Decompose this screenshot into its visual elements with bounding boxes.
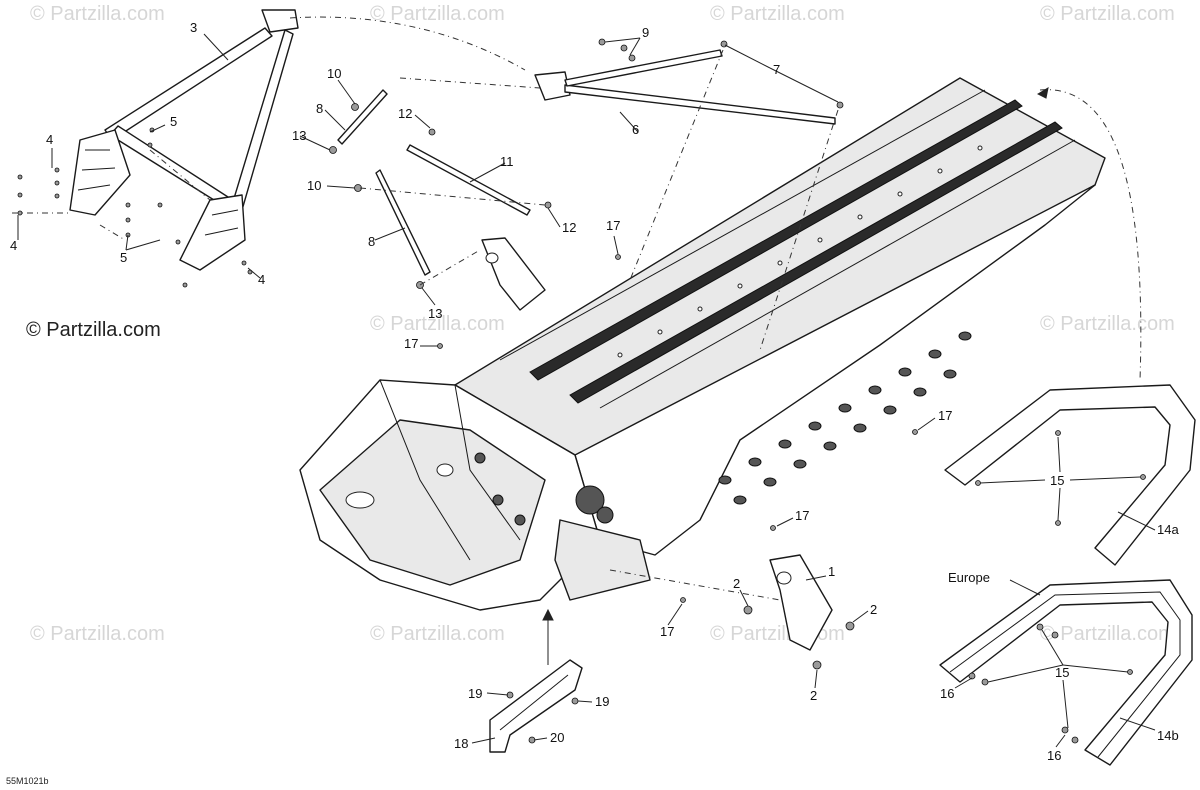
part-1-mount-bracket [769, 554, 833, 651]
callout-2: 2 [810, 688, 817, 703]
callout-8: 8 [316, 101, 323, 116]
part-14b-rear-bumper-europe [939, 579, 1193, 766]
callout-1: 1 [828, 564, 835, 579]
watermark: © Partzilla.com [30, 3, 165, 25]
part-18-front-guard [489, 659, 583, 753]
region-label-europe: Europe [948, 570, 990, 585]
part-8-lower-strut [375, 169, 431, 276]
callout-4: 4 [10, 238, 17, 253]
watermark-prominent: © Partzilla.com [26, 319, 161, 341]
callout-17: 17 [606, 218, 620, 233]
callout-9: 9 [642, 25, 649, 40]
callout-14b: 14b [1157, 728, 1179, 743]
watermark: © Partzilla.com [1040, 313, 1175, 335]
callout-10: 10 [307, 178, 321, 193]
callout-15: 15 [1055, 665, 1069, 680]
watermark: © Partzilla.com [30, 623, 165, 645]
callout-17: 17 [938, 408, 952, 423]
figure-code: 55M1021b [6, 776, 49, 786]
part-6-upper-support-rod [534, 49, 836, 125]
callout-4: 4 [258, 272, 265, 287]
part-1-mount-bracket-upper [481, 237, 546, 311]
part-11-cross-rod [406, 144, 531, 216]
callout-labels: 3 9 7 10 8 13 12 6 10 11 8 12 17 13 17 5… [10, 20, 1179, 763]
callout-16: 16 [940, 686, 954, 701]
side-panel-holes [718, 331, 972, 505]
part-14a-rear-bumper [944, 384, 1196, 566]
callout-3: 3 [190, 20, 197, 35]
callout-17: 17 [404, 336, 418, 351]
callout-14a: 14a [1157, 522, 1179, 537]
callout-17: 17 [660, 624, 674, 639]
callout-4: 4 [46, 132, 53, 147]
callout-2: 2 [733, 576, 740, 591]
callout-8: 8 [368, 234, 375, 249]
callout-13: 13 [292, 128, 306, 143]
part-3-steering-support-frame [69, 9, 299, 271]
watermark: © Partzilla.com [370, 313, 505, 335]
watermark: © Partzilla.com [1040, 3, 1175, 25]
callout-17: 17 [795, 508, 809, 523]
callout-6: 6 [632, 122, 639, 137]
callout-19: 19 [595, 694, 609, 709]
callout-5: 5 [170, 114, 177, 129]
callout-16: 16 [1047, 748, 1061, 763]
callout-12: 12 [562, 220, 576, 235]
watermark: © Partzilla.com [710, 3, 845, 25]
callout-18: 18 [454, 736, 468, 751]
callout-15: 15 [1050, 473, 1064, 488]
callout-19: 19 [468, 686, 482, 701]
watermark: © Partzilla.com [710, 623, 845, 645]
part-8-upper-strut [337, 89, 388, 145]
leader-lines [17, 33, 1156, 748]
chassis-tunnel [299, 77, 1106, 611]
fasteners [17, 38, 1146, 744]
callout-11: 11 [500, 154, 514, 169]
callout-10: 10 [327, 66, 341, 81]
watermark: © Partzilla.com [370, 3, 505, 25]
watermark: © Partzilla.com [370, 623, 505, 645]
callout-13: 13 [428, 306, 442, 321]
callout-2: 2 [870, 602, 877, 617]
watermark: © Partzilla.com [1040, 623, 1175, 645]
callout-7: 7 [773, 62, 780, 77]
tunnel-bolt-row [617, 145, 983, 358]
callout-12: 12 [398, 106, 412, 121]
assembly-lines [12, 16, 1142, 665]
callout-5: 5 [120, 250, 127, 265]
callout-20: 20 [550, 730, 564, 745]
